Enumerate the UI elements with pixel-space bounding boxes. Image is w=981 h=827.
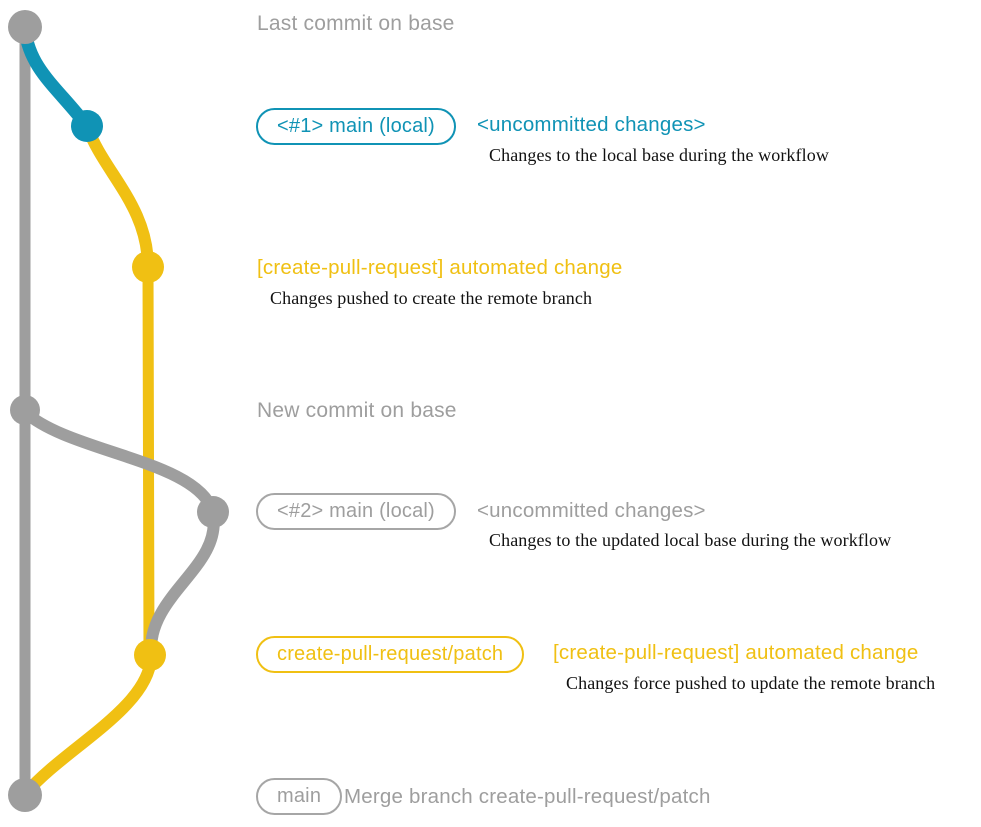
commit-node-merge [8, 778, 42, 812]
commit-node-uncommitted-2 [197, 496, 229, 528]
last-commit-on-base-label: Last commit on base [257, 12, 455, 35]
description-force-pushed-update-branch: Changes force pushed to update the remot… [566, 673, 936, 693]
automated-change-annotation-2: [create-pull-request] automated change [553, 641, 919, 664]
patch-branch-curve-1 [81, 120, 154, 273]
automated-change-annotation-1: [create-pull-request] automated change [257, 256, 623, 279]
patch-branch-curve-2 [20, 652, 157, 799]
commit-node-automated-1 [132, 251, 164, 283]
uncommitted-changes-annotation-2: <uncommitted changes> [477, 499, 706, 522]
branch-badge-main: main [256, 778, 343, 815]
local-main-branch-curve-1 [18, 23, 94, 133]
uncommitted-changes-annotation-1: <uncommitted changes> [477, 113, 706, 136]
commit-node-new-base [10, 395, 40, 425]
local-main-branch-curve-3 [144, 508, 220, 656]
description-local-base-changes: Changes to the local base during the wor… [489, 145, 829, 165]
branch-badge-main-local-1: <#1> main (local) [256, 108, 456, 145]
new-commit-on-base-label: New commit on base [257, 399, 457, 422]
description-pushed-create-branch: Changes pushed to create the remote bran… [270, 288, 593, 308]
commit-node-automated-2 [134, 639, 166, 671]
branch-badge-patch: create-pull-request/patch [256, 636, 525, 673]
branch-badge-main-local-2: <#2> main (local) [256, 493, 456, 530]
commit-node-last-base [8, 10, 42, 44]
description-updated-local-base-changes: Changes to the updated local base during… [489, 530, 892, 550]
commit-node-uncommitted-1 [71, 110, 103, 142]
local-main-branch-curve-2 [19, 406, 219, 518]
merge-branch-annotation: Merge branch create-pull-request/patch [344, 785, 711, 808]
